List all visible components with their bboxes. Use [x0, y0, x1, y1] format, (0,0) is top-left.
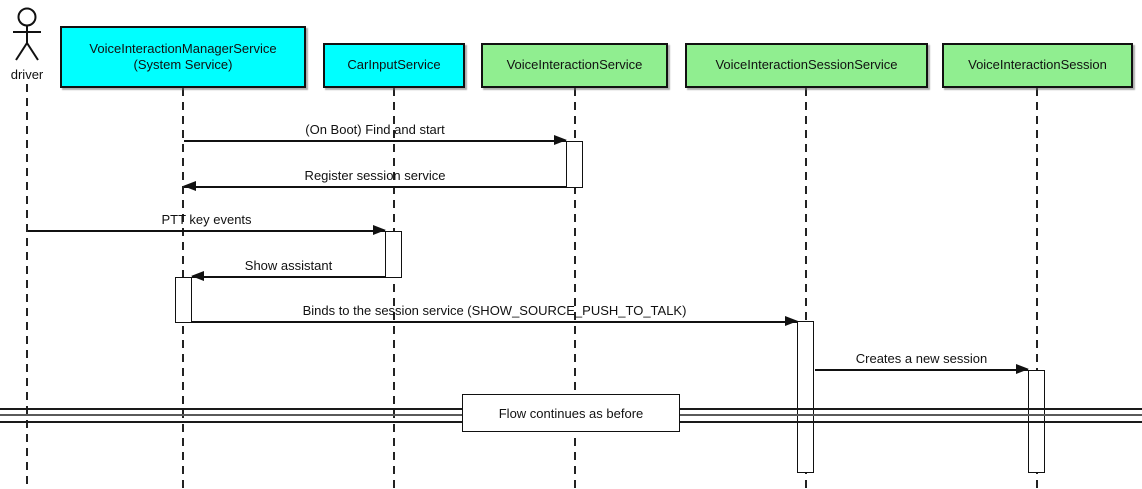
arrowhead-right-icon	[785, 316, 798, 326]
message-label: Show assistant	[244, 258, 333, 273]
actor-driver: driver	[3, 6, 51, 82]
participant-voice-interaction-session: VoiceInteractionSession	[942, 43, 1133, 88]
lifeline-voice-interaction-session	[1036, 88, 1038, 489]
arrowhead-right-icon	[554, 135, 567, 145]
arrowhead-left-icon	[191, 271, 204, 281]
message-line	[192, 321, 797, 323]
message-line	[28, 230, 385, 232]
divider-label-box: Flow continues as before	[462, 394, 680, 432]
activation-voice-interaction-manager-service	[175, 277, 192, 323]
arrowhead-right-icon	[373, 225, 386, 235]
participant-car-input-service: CarInputService	[323, 43, 465, 88]
message-line	[815, 369, 1028, 371]
actor-label: driver	[10, 67, 44, 82]
message-label: Creates a new session	[855, 351, 988, 366]
participant-voice-interaction-service: VoiceInteractionService	[481, 43, 668, 88]
message-label: PTT key events	[161, 212, 252, 227]
message-line	[184, 140, 566, 142]
message-line	[184, 186, 566, 188]
message-label: (On Boot) Find and start	[305, 122, 445, 137]
message-label: Binds to the session service (SHOW_SOURC…	[302, 303, 687, 318]
lifeline-driver	[26, 84, 28, 489]
message-label: Register session service	[304, 168, 446, 183]
arrowhead-left-icon	[183, 181, 196, 191]
participant-voice-interaction-manager-service: VoiceInteractionManagerService (System S…	[60, 26, 306, 88]
message-line	[192, 276, 385, 278]
activation-car-input-service	[385, 231, 402, 278]
participant-voice-interaction-session-service: VoiceInteractionSessionService	[685, 43, 928, 88]
activation-voice-interaction-session-service	[797, 321, 814, 473]
activation-voice-interaction-service	[566, 141, 583, 188]
person-icon	[13, 7, 41, 61]
arrowhead-right-icon	[1016, 364, 1029, 374]
divider-label: Flow continues as before	[498, 405, 644, 421]
lifeline-voice-interaction-service	[574, 88, 576, 489]
lifeline-car-input-service	[393, 88, 395, 489]
lifeline-voice-interaction-session-service	[805, 88, 807, 489]
